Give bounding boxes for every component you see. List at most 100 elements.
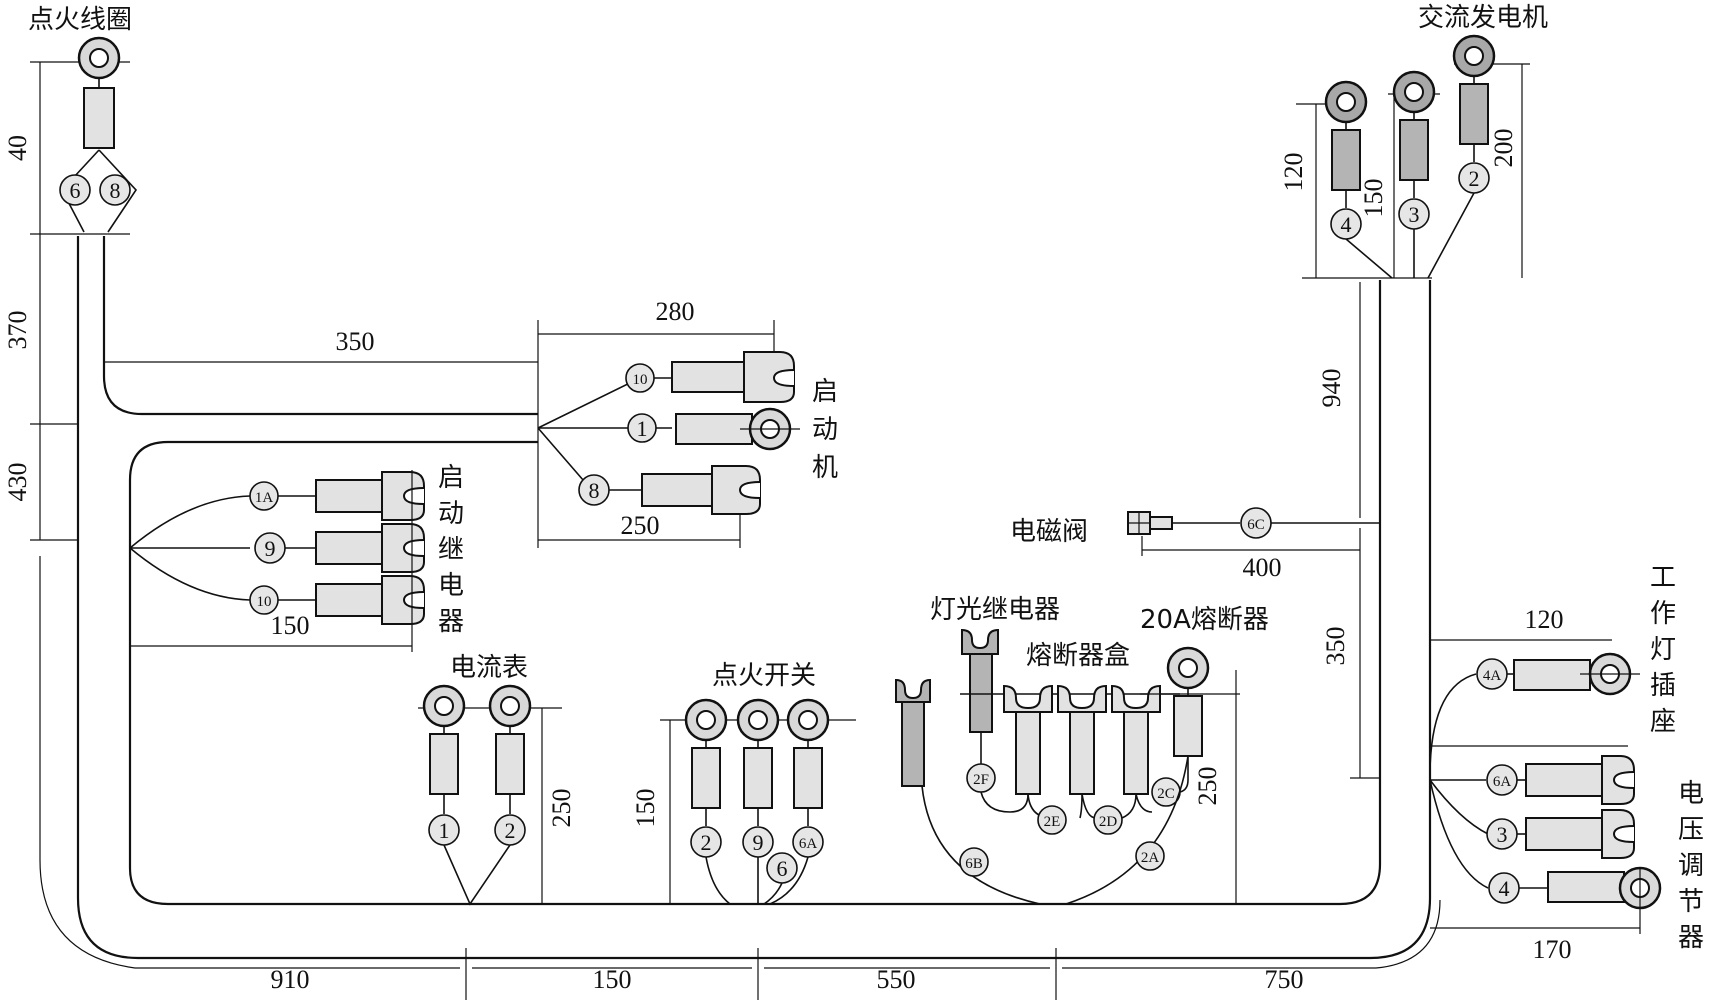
- dim-910: 910: [271, 965, 310, 994]
- svg-text:工: 工: [1650, 563, 1676, 593]
- svg-text:4A: 4A: [1483, 668, 1502, 684]
- svg-text:10: 10: [257, 594, 272, 610]
- svg-text:调: 调: [1678, 851, 1704, 881]
- dim-40: 40: [3, 135, 32, 161]
- svg-text:2: 2: [505, 818, 516, 843]
- dim-250-ammeter: 250: [547, 789, 576, 828]
- svg-text:2: 2: [701, 830, 712, 855]
- svg-text:电: 电: [438, 571, 464, 601]
- ignition-coil-label: 点火线圈: [28, 5, 132, 35]
- svg-text:作: 作: [1650, 599, 1676, 629]
- dim-750: 750: [1265, 965, 1304, 994]
- svg-text:8: 8: [110, 178, 121, 203]
- dim-170: 170: [1533, 935, 1572, 964]
- connector-body: [671, 361, 745, 393]
- dim-120-alt: 120: [1279, 153, 1308, 192]
- wire-number-10: [625, 363, 655, 393]
- svg-text:10: 10: [633, 372, 648, 388]
- main-harness: [76, 236, 1432, 960]
- wire-number-6: [59, 174, 91, 206]
- bottom-dimensions: 910 150 550 750: [271, 899, 1441, 1000]
- ammeter-group: 电流表 1 2 250: [418, 653, 576, 906]
- dim-250-fuse: 250: [1193, 767, 1222, 806]
- ignition-switch-group: 点火开关 2 9 6A 6 150: [631, 661, 856, 905]
- svg-text:2E: 2E: [1044, 814, 1061, 830]
- wire-number-2a: [1135, 841, 1165, 871]
- svg-text:插: 插: [1650, 671, 1676, 701]
- svg-text:9: 9: [753, 830, 764, 855]
- connector-body: [83, 87, 115, 149]
- wire-number-8: [99, 174, 131, 206]
- svg-text:4: 4: [1499, 876, 1510, 901]
- svg-text:2A: 2A: [1141, 850, 1160, 866]
- svg-text:3: 3: [1409, 202, 1420, 227]
- svg-text:座: 座: [1650, 707, 1676, 737]
- svg-text:1: 1: [637, 416, 648, 441]
- fuse-box-label: 熔断器盒: [1026, 641, 1130, 671]
- wire-number-6b: [959, 847, 989, 877]
- dim-120-socket: 120: [1525, 605, 1564, 634]
- light-relay-label: 灯光继电器: [930, 595, 1060, 625]
- svg-text:2D: 2D: [1099, 814, 1118, 830]
- dim-280: 280: [656, 297, 695, 326]
- svg-text:2C: 2C: [1157, 786, 1175, 802]
- fuse-20a-label: 20A熔断器: [1140, 605, 1269, 635]
- solenoid-valve-group: 940 电磁阀 6C 400 350: [1010, 282, 1380, 779]
- dim-940: 940: [1317, 369, 1346, 408]
- dim-370: 370: [3, 311, 32, 350]
- svg-text:6C: 6C: [1247, 517, 1265, 533]
- dim-200-alt: 200: [1489, 129, 1518, 168]
- wire-number-2d: [1093, 805, 1123, 835]
- svg-text:电: 电: [1678, 779, 1704, 809]
- dim-150-relay: 150: [271, 611, 310, 640]
- svg-text:器: 器: [438, 607, 464, 637]
- left-dimensions: 40 370 430: [3, 62, 460, 969]
- starter-label-2: 动: [812, 415, 838, 445]
- wire-number-2e: [1037, 805, 1067, 835]
- svg-text:8: 8: [589, 478, 600, 503]
- fuse-fork-1: [1003, 684, 1053, 795]
- work-lamp-socket-group: 工 作 灯 插 座 120 4A: [1429, 563, 1676, 771]
- voltage-regulator-group: 电 压 调 节 器 6A 3 4 170: [1429, 755, 1704, 964]
- dim-150-bottom: 150: [593, 965, 632, 994]
- ammeter-label: 电流表: [450, 653, 528, 683]
- dim-350-top: 350: [336, 327, 375, 356]
- svg-text:灯: 灯: [1650, 635, 1676, 665]
- svg-text:6: 6: [777, 856, 788, 881]
- starter-label-1: 启: [812, 377, 838, 407]
- starter-group: 350 280 250 10 1 8 启 动 机: [104, 297, 838, 548]
- svg-text:9: 9: [265, 536, 276, 561]
- svg-text:继: 继: [438, 535, 464, 565]
- svg-text:6B: 6B: [965, 856, 983, 872]
- fuse-fork-3: [1111, 684, 1161, 795]
- fuse-fork-2: [1057, 684, 1107, 795]
- dim-250-starter: 250: [621, 511, 660, 540]
- svg-text:3: 3: [1497, 822, 1508, 847]
- alternator-group: 交流发电机 4 120 3 150 2 200: [1279, 3, 1548, 279]
- svg-text:器: 器: [1678, 923, 1704, 953]
- fuse-relay-group: 灯光继电器 熔断器盒 20A熔断器 6B 2F: [895, 595, 1269, 905]
- dim-150-switch: 150: [631, 789, 660, 828]
- solenoid-valve-label: 电磁阀: [1010, 517, 1088, 547]
- svg-text:1: 1: [439, 818, 450, 843]
- svg-text:动: 动: [438, 499, 464, 529]
- svg-text:节: 节: [1678, 887, 1704, 917]
- svg-text:2F: 2F: [973, 772, 989, 788]
- dim-150-alt: 150: [1359, 179, 1388, 218]
- ignition-coil-group: 点火线圈 6 8: [28, 5, 138, 233]
- svg-text:启: 启: [438, 463, 464, 493]
- svg-text:6A: 6A: [1493, 774, 1512, 790]
- ignition-switch-label: 点火开关: [712, 661, 816, 691]
- svg-text:2: 2: [1469, 166, 1480, 191]
- connector-body: [641, 473, 713, 507]
- starter-label-3: 机: [812, 453, 838, 483]
- svg-text:6A: 6A: [799, 836, 818, 852]
- wire-number-1: [627, 413, 657, 443]
- dim-430: 430: [3, 463, 32, 502]
- dim-350-right: 350: [1321, 627, 1350, 666]
- dim-550: 550: [877, 965, 916, 994]
- svg-text:4: 4: [1341, 212, 1352, 237]
- dim-400: 400: [1243, 553, 1282, 582]
- alternator-label: 交流发电机: [1418, 3, 1548, 33]
